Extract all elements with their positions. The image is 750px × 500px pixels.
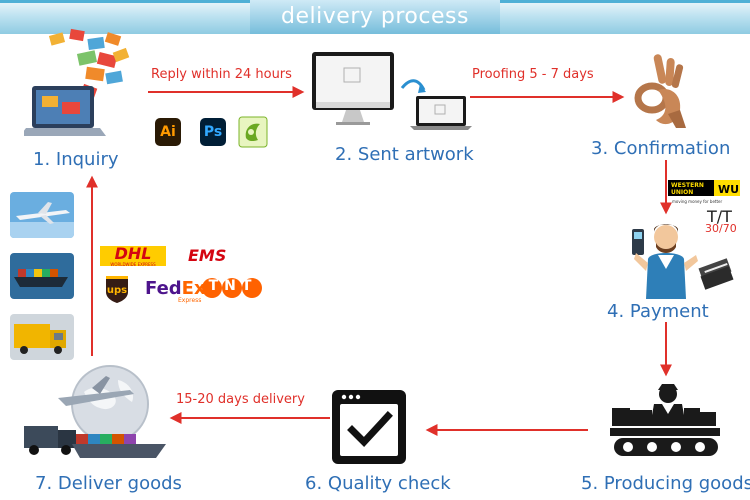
ems-logo: EMS — [188, 246, 227, 265]
cargo-ship-thumbnail — [10, 253, 74, 299]
arrow-1-2-label: Reply within 24 hours — [151, 67, 292, 82]
fedex-logo: FedEx — [145, 278, 206, 299]
ratio-label: 30/70 — [705, 222, 737, 235]
coreldraw-icon — [238, 116, 268, 148]
ups-logo: ups — [106, 276, 128, 303]
step-5-label: 5. Producing goods — [581, 473, 750, 494]
step-3-label: 3. Confirmation — [591, 138, 731, 159]
wu-line2: UNION — [671, 189, 693, 196]
wu-line1: WESTERN — [671, 182, 704, 189]
western-union-logo: WESTERN UNION WU moving money for better — [668, 180, 740, 204]
wu-tagline: moving money for better — [672, 199, 723, 204]
step-7-label: 7. Deliver goods — [35, 473, 182, 494]
imac-artwork-icon — [312, 52, 472, 130]
illustrator-icon: Ai — [155, 118, 181, 146]
step-1-label: 1. Inquiry — [33, 149, 119, 170]
airplane-thumbnail — [10, 192, 74, 238]
fedex-express-label: Express — [178, 297, 202, 304]
wu-mark: WU — [718, 183, 739, 196]
step-4-label: 4. Payment — [607, 301, 709, 322]
tnt-label: TNT — [208, 278, 258, 294]
page-title: delivery process — [281, 4, 469, 29]
factory-conveyor-icon — [610, 384, 720, 456]
tt-label: T/T — [707, 207, 732, 226]
delivery-truck-thumbnail — [10, 314, 74, 360]
laptop-with-envelopes-icon — [24, 28, 130, 136]
arrow-7-6-label: 15-20 days delivery — [176, 392, 305, 407]
step-6-label: 6. Quality check — [305, 473, 451, 494]
dhl-logo: DHL WORLDWIDE EXPRESS — [100, 246, 166, 267]
step-2-label: 2. Sent artwork — [335, 144, 474, 165]
ok-hand-icon — [634, 54, 686, 128]
arrow-2-3-label: Proofing 5 - 7 days — [472, 67, 594, 82]
banner-title-plate — [250, 0, 500, 34]
quality-check-icon — [332, 390, 406, 464]
tnt-logo — [202, 278, 262, 298]
globe-transport-icon — [24, 365, 166, 458]
svg-text:ups: ups — [107, 285, 127, 296]
photoshop-icon: Ps — [200, 118, 226, 146]
cashier-man-icon — [632, 224, 734, 299]
